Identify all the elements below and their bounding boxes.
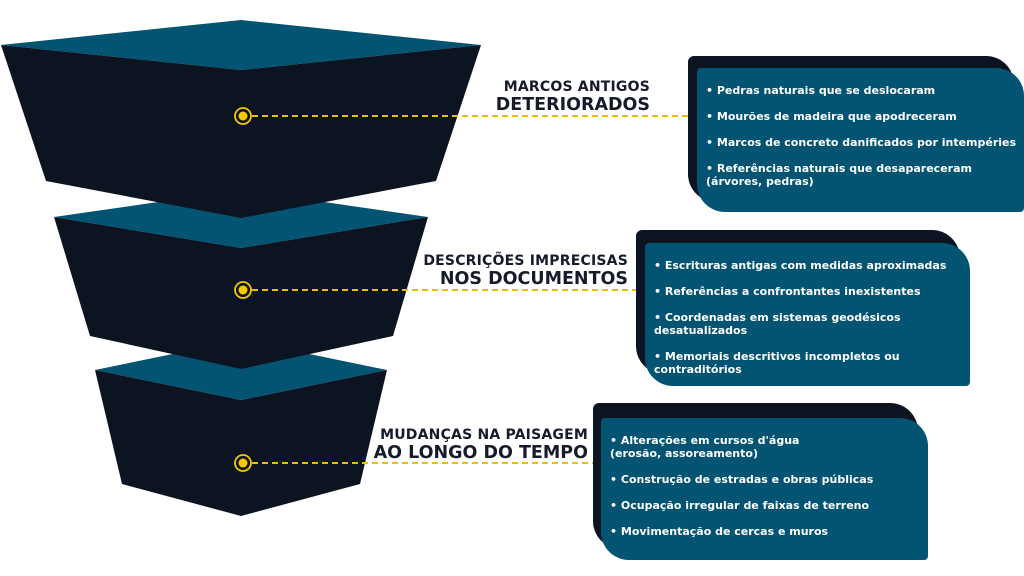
- list-item: Referências a confrontantes inexistentes: [654, 285, 964, 298]
- list-item: Coordenadas em sistemas geodésicos desat…: [654, 311, 964, 337]
- list-item: Escrituras antigas com medidas aproximad…: [654, 259, 964, 272]
- stage-title-line2: DETERIORADOS: [495, 95, 650, 116]
- stage-card-1: Pedras naturais que se deslocaram Mourõe…: [697, 68, 1024, 212]
- list-item: Pedras naturais que se deslocaram: [706, 84, 1018, 97]
- list-item: Movimentação de cercas e muros: [610, 525, 922, 538]
- stage-card-2: Escrituras antigas com medidas aproximad…: [645, 243, 970, 386]
- stage-title-1: MARCOS ANTIGOS DETERIORADOS: [496, 79, 650, 115]
- list-item: Memoriais descritivos incompletos ou con…: [654, 350, 964, 376]
- list-item: Ocupação irregular de faixas de terreno: [610, 499, 922, 512]
- stage-title-2: DESCRIÇÕES IMPRECISAS NOS DOCUMENTOS: [423, 253, 628, 289]
- stage-title-line2: AO LONGO DO TEMPO: [373, 443, 588, 464]
- item-list: Escrituras antigas com medidas aproximad…: [654, 259, 964, 376]
- item-list: Pedras naturais que se deslocaram Mourõe…: [706, 84, 1018, 188]
- marker-dot-icon: [234, 454, 252, 472]
- stage-title-line1: DESCRIÇÕES IMPRECISAS: [423, 253, 628, 269]
- stage-card-3: Alterações em cursos d'água (erosão, ass…: [601, 418, 928, 560]
- stage-title-line2: NOS DOCUMENTOS: [439, 269, 628, 290]
- marker-dot-icon: [234, 107, 252, 125]
- funnel-segment-1: [1, 20, 481, 218]
- stage-title-3: MUDANÇAS NA PAISAGEM AO LONGO DO TEMPO: [374, 427, 588, 463]
- stage-title-line1: MUDANÇAS NA PAISAGEM: [380, 427, 588, 443]
- item-list: Alterações em cursos d'água (erosão, ass…: [610, 434, 922, 538]
- funnel-segment-3: [95, 340, 387, 516]
- stage-title-line1: MARCOS ANTIGOS: [503, 79, 650, 95]
- list-item: Mourões de madeira que apodreceram: [706, 110, 1018, 123]
- list-item: Marcos de concreto danificados por intem…: [706, 136, 1018, 149]
- marker-dot-icon: [234, 281, 252, 299]
- list-item: Referências naturais que desapareceram (…: [706, 162, 1018, 188]
- list-item: Alterações em cursos d'água (erosão, ass…: [610, 434, 922, 460]
- list-item: Construção de estradas e obras públicas: [610, 473, 922, 486]
